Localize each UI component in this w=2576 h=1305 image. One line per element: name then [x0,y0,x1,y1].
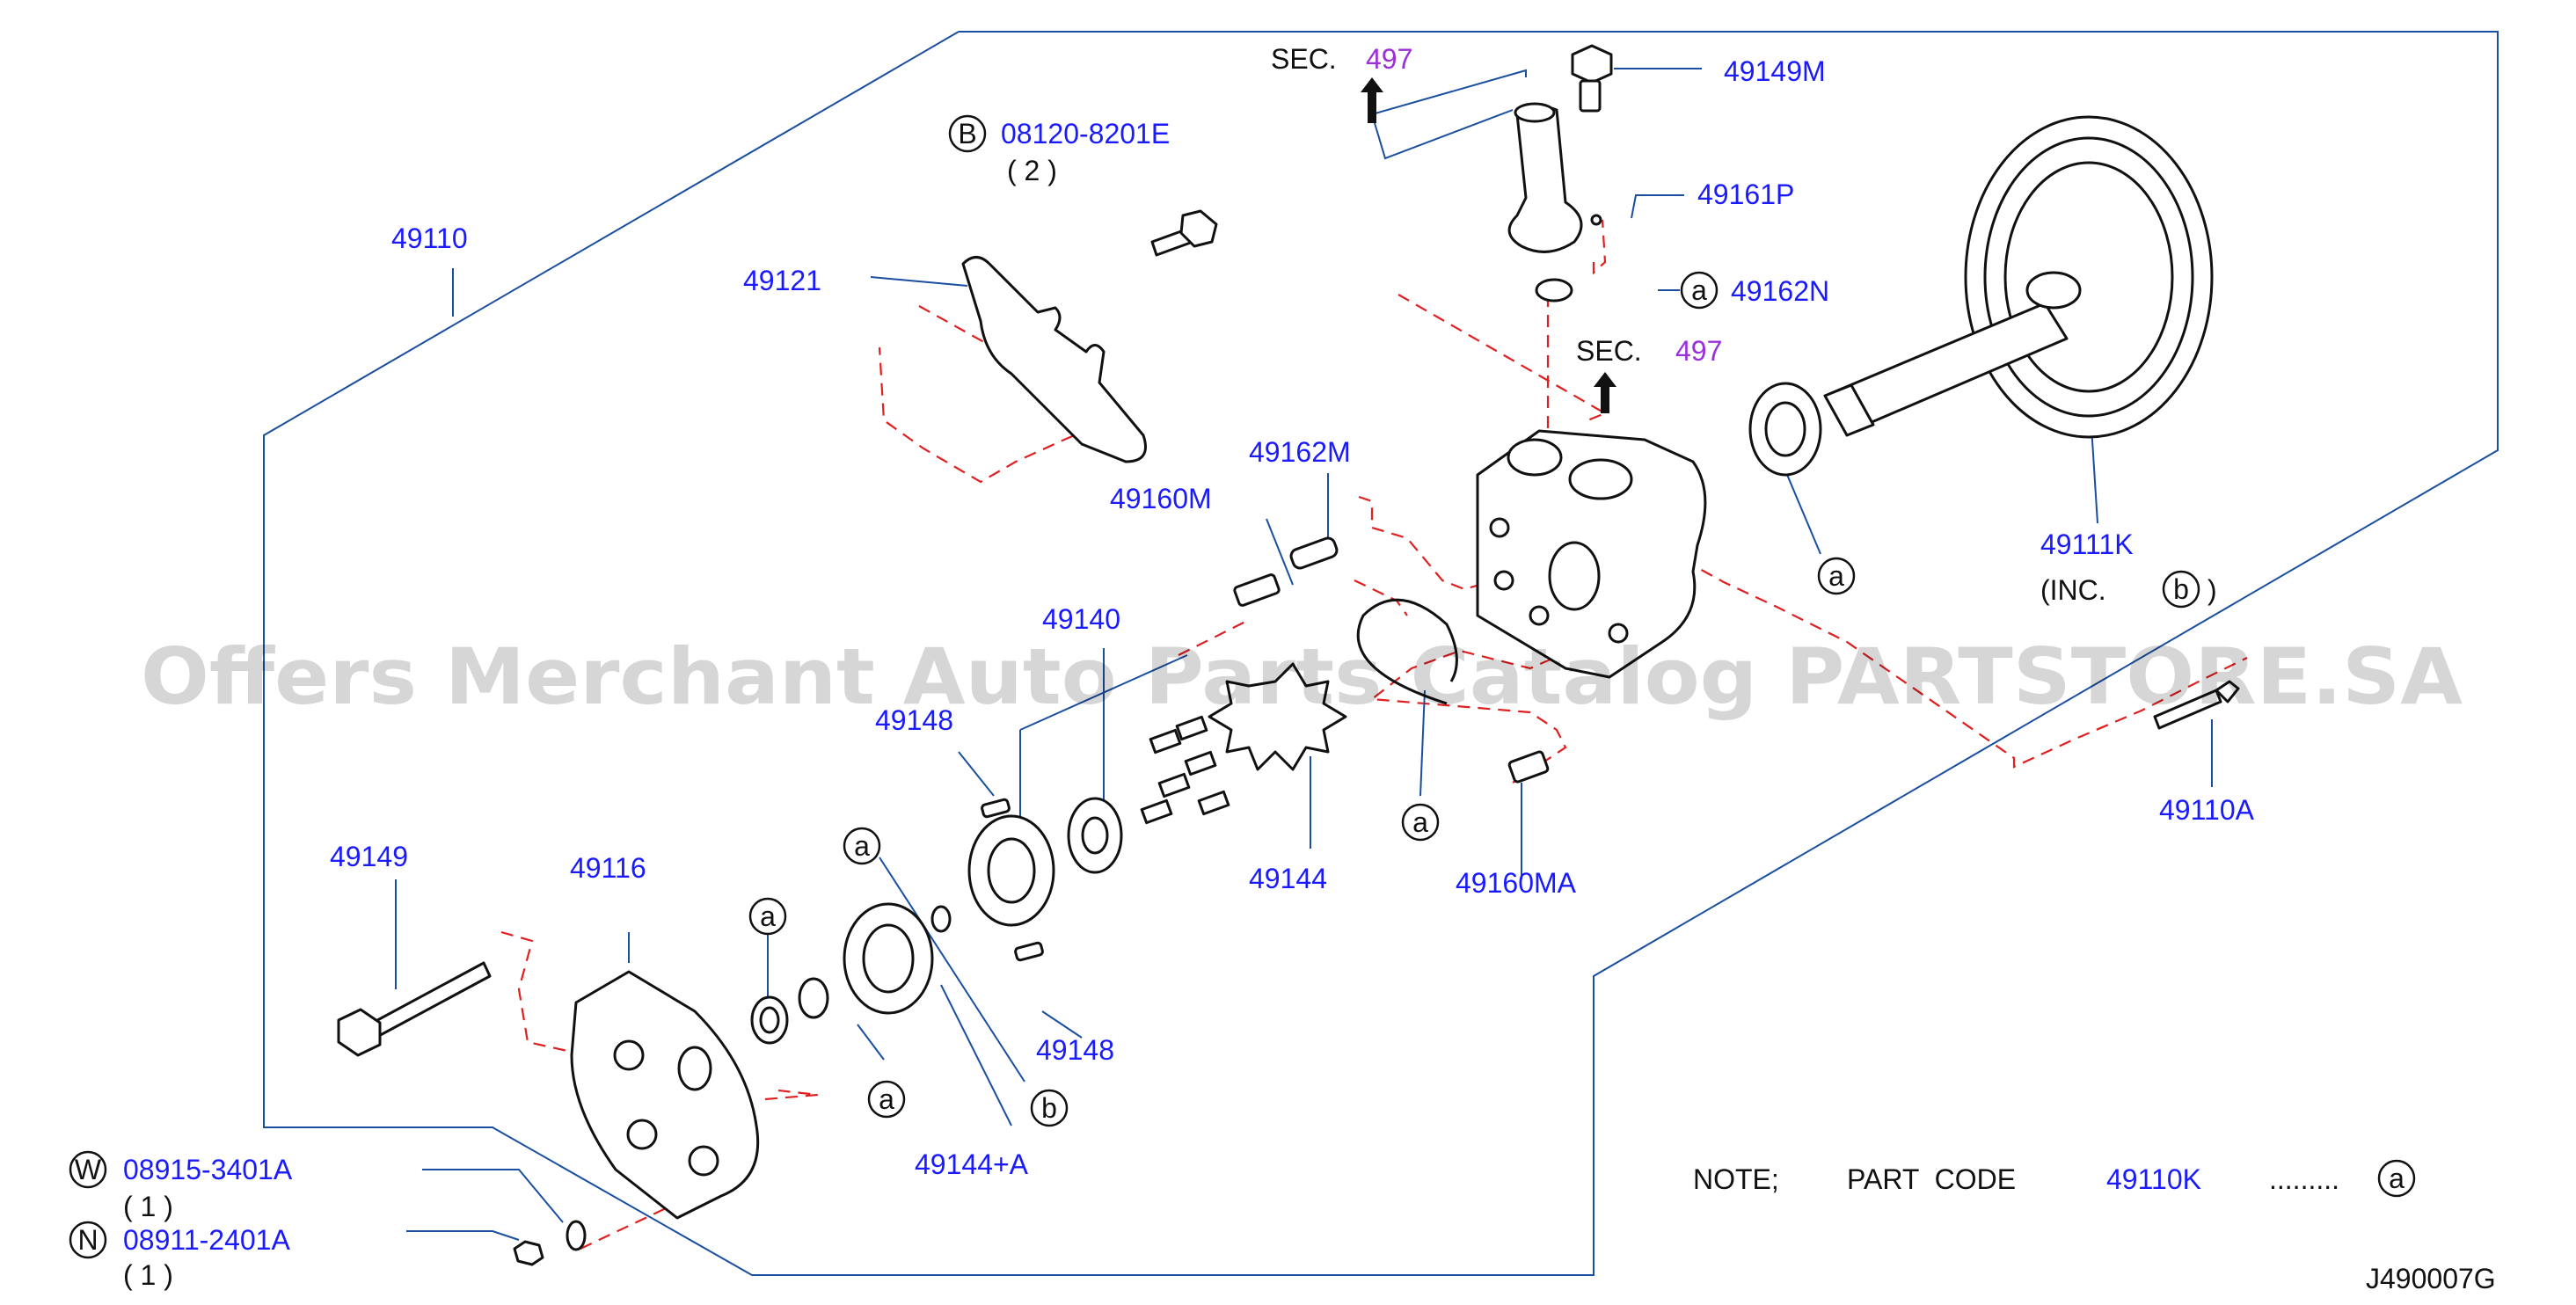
plug-49160M [1233,573,1281,607]
label-49110A[interactable]: 49110A [2159,794,2255,826]
callout-B: B [948,114,987,153]
svg-text:B: B [958,118,976,149]
washer-08915 [566,1220,587,1251]
label-08120[interactable]: 08120-8201E [1001,118,1170,149]
label-49144[interactable]: 49144 [1249,863,1327,894]
vanes [1140,715,1230,825]
plug-49160MA [1507,750,1550,784]
label-dots: ......... [2269,1163,2339,1195]
bolt-49149 [337,961,492,1057]
label-49111K[interactable]: 49111K [2040,529,2134,560]
bracket-49121 [961,256,1147,463]
callout-a-seal: a [1817,557,1856,595]
label-49148-lower[interactable]: 49148 [1036,1034,1114,1066]
watermark: Offers Merchant Auto Parts Catalog PARTS… [141,631,2463,722]
label-49162N[interactable]: 49162N [1731,275,1829,307]
fitting-49161P [1507,102,1602,253]
pin-49148-lower [1014,941,1044,962]
callout-a-oring: a [867,1080,906,1119]
rotor-49140 [1067,797,1123,874]
svg-text:b: b [1041,1092,1057,1124]
svg-text:a: a [1412,806,1428,838]
label-qty2: ( 2 ) [1007,155,1057,186]
label-49161P[interactable]: 49161P [1697,179,1794,210]
label-49148-upper[interactable]: 49148 [875,704,953,736]
sec-arrow-mid [1594,372,1616,413]
callout-a-note: a [2377,1159,2416,1198]
label-qty1b: ( 1 ) [123,1259,173,1291]
svg-text:b: b [2173,573,2189,605]
seal [1748,382,1822,477]
seal-ring [750,995,789,1045]
label-qty1a: ( 1 ) [123,1191,173,1222]
label-49144A[interactable]: 49144+A [915,1148,1029,1180]
pump-body [1476,429,1707,679]
callout-W: W [69,1150,107,1189]
callout-a-plate: a [843,827,881,865]
stud-49110A [2153,680,2240,730]
rear-cover-49116 [570,970,760,1220]
oring-49162N [1535,278,1573,303]
callout-a-49162N: a [1680,271,1719,310]
label-49121[interactable]: 49121 [743,265,821,296]
svg-text:a: a [760,900,776,932]
svg-text:a: a [1828,560,1844,592]
bolt-08120 [1150,209,1218,257]
label-08915[interactable]: 08915-3401A [123,1154,293,1185]
svg-text:a: a [2389,1163,2405,1194]
label-part-code: PART CODE [1847,1163,2016,1195]
label-49149M[interactable]: 49149M [1724,55,1826,87]
pressure-plate-49144A [843,902,934,1015]
nut-08911 [513,1240,544,1266]
label-49149[interactable]: 49149 [330,841,408,872]
svg-text:N: N [77,1224,98,1256]
assembly-boundary [263,31,2499,1276]
label-49162M[interactable]: 49162M [1249,436,1351,468]
svg-text:W: W [75,1154,102,1185]
label-sec-top: SEC. [1271,43,1337,75]
bolt-49149M [1571,44,1613,113]
callout-a-snapring: a [1401,803,1440,842]
label-49110[interactable]: 49110 [391,222,468,254]
label-inc: (INC. [2040,574,2106,606]
label-49160MA[interactable]: 49160MA [1456,867,1577,899]
label-sec-mid: SEC. [1576,335,1642,367]
svg-text:a: a [1691,274,1707,306]
label-sec-mid-num[interactable]: 497 [1675,335,1722,367]
snap-ring [1356,598,1458,705]
callout-b-pin: b [1030,1089,1069,1127]
label-diagram-id: J490007G [2366,1263,2496,1294]
callout-a-seal-ring: a [748,897,787,936]
svg-text:a: a [854,830,870,862]
pin-49148-upper [981,798,1011,819]
pulley-49111K [1823,115,2214,439]
label-sec-top-num[interactable]: 497 [1366,43,1412,75]
side-plate [967,814,1055,927]
small-oring [930,905,952,933]
label-49140[interactable]: 49140 [1042,603,1120,635]
spring-49162M [1289,536,1339,570]
label-08911[interactable]: 08911-2401A [123,1224,290,1256]
svg-text:a: a [879,1083,894,1115]
label-inc-close: ) [2207,574,2217,606]
callout-b-inc: b [2162,570,2200,609]
label-49160M[interactable]: 49160M [1110,483,1212,514]
label-49116[interactable]: 49116 [570,852,646,884]
cam-ring-49144 [1208,662,1347,771]
oring-large [798,977,829,1019]
label-note: NOTE; [1693,1163,1779,1195]
label-note-code[interactable]: 49110K [2106,1163,2201,1195]
sec-arrow-top [1361,77,1383,123]
callout-N: N [69,1221,107,1259]
